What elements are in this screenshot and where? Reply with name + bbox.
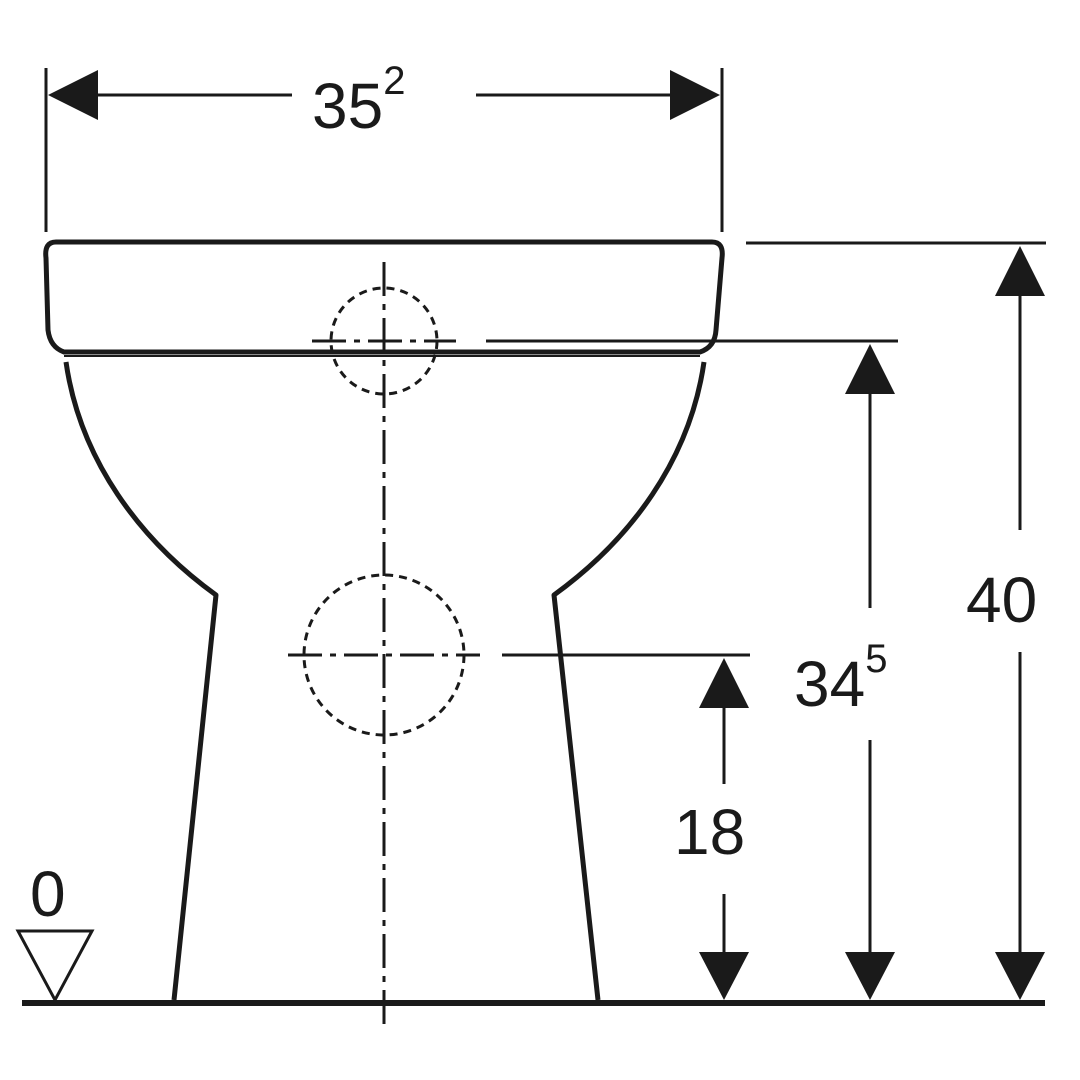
width-value: 35 [312, 70, 383, 142]
floor-level-marker: 0 [15, 858, 95, 1004]
arrow-down-icon [995, 952, 1045, 1000]
arrow-right-icon [670, 70, 720, 120]
arrow-up-icon [995, 246, 1045, 296]
outlet-circle [288, 573, 480, 737]
inlet-circle [312, 286, 456, 396]
level-triangle-icon [15, 929, 95, 1004]
width-label: 352 [312, 59, 405, 142]
outlet-height-dimension: 18 [502, 653, 750, 1000]
total-height-dimension: 40 [746, 241, 1046, 1000]
arrow-left-icon [48, 70, 98, 120]
bowl-outline [63, 361, 219, 1001]
width-dimension: 352 [44, 59, 724, 232]
width-superscript: 2 [383, 59, 405, 103]
floor-level-label: 0 [30, 858, 66, 930]
inlet-height-label: 345 [794, 637, 887, 720]
inlet-height-value: 34 [794, 648, 865, 720]
toilet-outline [43, 239, 725, 1001]
inlet-height-superscript: 5 [865, 637, 887, 681]
total-height-label: 40 [966, 564, 1037, 636]
arrow-down-icon [699, 952, 749, 1000]
arrow-up-icon [845, 344, 895, 394]
arrow-up-icon [699, 658, 749, 708]
bowl-outline-right [551, 361, 707, 1001]
outlet-height-label: 18 [674, 796, 745, 868]
rim-outline [43, 239, 725, 355]
inlet-height-dimension: 345 [486, 339, 898, 1000]
arrow-down-icon [845, 952, 895, 1000]
